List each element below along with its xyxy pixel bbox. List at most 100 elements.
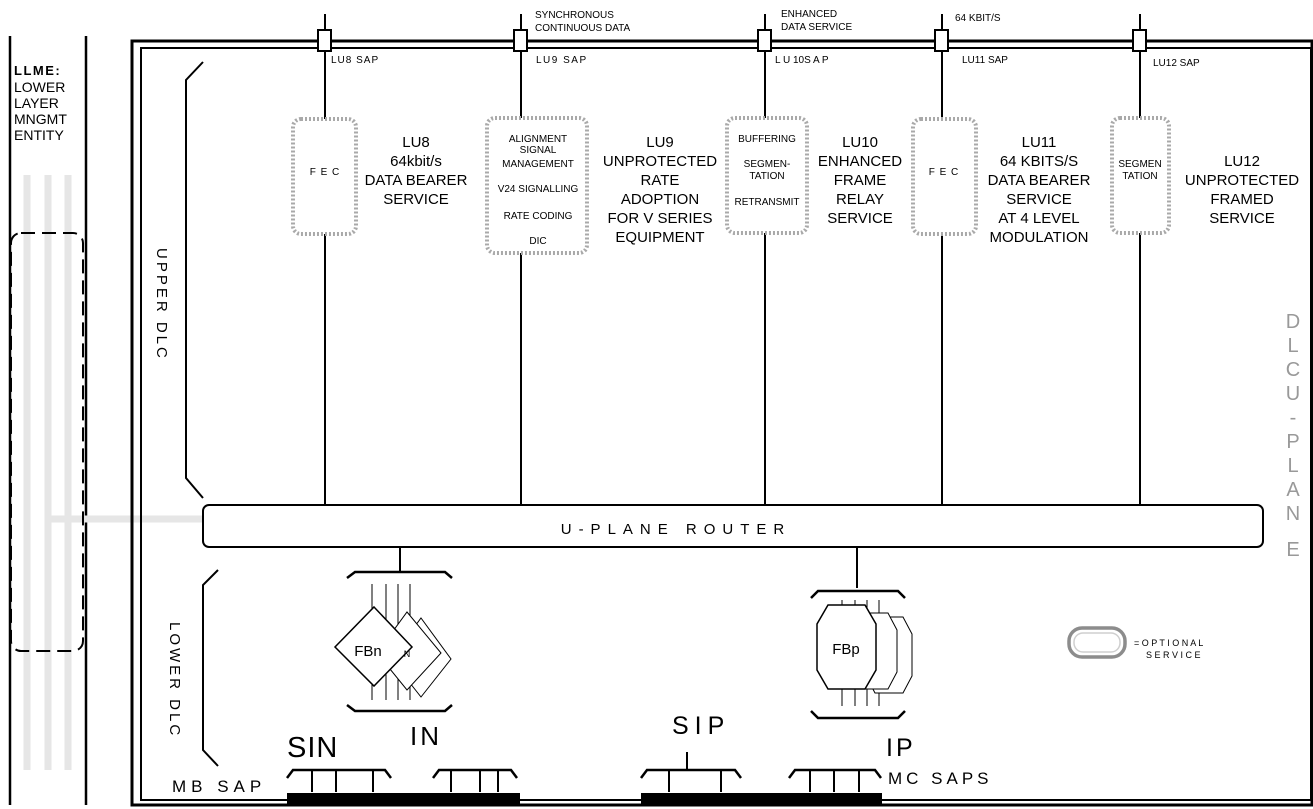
sap-label-lu10: L U 10S A P [775, 55, 829, 66]
lu8-desc-line: DATA BEARER [365, 172, 468, 189]
mb-sap-label: MB SAP [172, 777, 266, 796]
lu12-desc-line: FRAMED [1210, 191, 1274, 208]
in-label: IN [410, 721, 442, 751]
sap-connector-lu9 [513, 29, 528, 52]
upper-dlc-label: UPPER DLC [153, 248, 170, 361]
svg-text:C: C [1286, 359, 1300, 381]
lu11-desc-title: LU11 [1022, 134, 1057, 151]
lu10-desc-title: LU10 [842, 134, 878, 151]
lu10-optional-box [725, 116, 809, 235]
svg-text:U: U [1286, 383, 1300, 405]
lu8-optional-box [291, 117, 358, 236]
svg-text:L: L [1287, 455, 1298, 477]
lu11-desc-line: MODULATION [990, 229, 1089, 246]
optional-service-legend: = O P T I O N A L S E R V I C E [1067, 626, 1203, 660]
lu9-service: ALIGNMENT SIGNAL MANAGEMENT V24 SIGNALLI… [485, 116, 717, 255]
lu9-desc-line: EQUIPMENT [615, 229, 704, 246]
llme-line-entity: ENTITY [14, 127, 64, 143]
router-label: U-PLANE ROUTER [561, 521, 792, 538]
lu10-box-tation: TATION [749, 171, 784, 182]
lu8-desc-line: SERVICE [383, 191, 449, 208]
lu9-box-rate-coding: RATE CODING [504, 211, 573, 222]
upper-dlc-bracket: UPPER DLC [153, 61, 204, 499]
lu8-desc-line: 64kbit/s [390, 153, 442, 170]
llme-line-layer: LAYER [14, 95, 59, 111]
lu9-desc-title: LU9 [646, 134, 674, 151]
svg-text:L: L [1287, 335, 1298, 357]
fbp-hex-front [816, 604, 877, 690]
lu8-service: F E C LU8 64kbit/s DATA BEARER SERVICE [291, 117, 468, 236]
lu11-service: F E C LU11 64 KBITS/S DATA BEARER SERVIC… [911, 117, 1091, 246]
svg-text:P: P [1286, 431, 1299, 453]
lu9-box-alignment: ALIGNMENT [509, 134, 567, 145]
fbn-n-small: N [404, 649, 411, 659]
note-64kbits: 64 KBIT/S [955, 13, 1001, 24]
legend-service-text: S E R V I C E [1146, 650, 1201, 660]
sap-label-lu12: LU12 SAP [1153, 58, 1200, 69]
svg-text:-: - [1290, 407, 1297, 429]
lu12-optional-box [1110, 116, 1171, 235]
fbn-label: FBn [354, 643, 382, 660]
ip-label: IP [886, 734, 916, 762]
lu10-box-segmen: SEGMEN- [744, 159, 791, 170]
sap-connector-lu8 [317, 29, 332, 52]
sap-connector-lu11 [934, 29, 949, 52]
lu10-service: BUFFERING SEGMEN- TATION RETRANSMIT LU10… [725, 116, 902, 235]
llme-line-lower: LOWER [14, 79, 65, 95]
lu12-desc-line: UNPROTECTED [1185, 172, 1299, 189]
fbn-group: FBn N [333, 570, 453, 713]
lu10-desc-line: RELAY [836, 191, 884, 208]
note-data-service: DATA SERVICE [781, 22, 852, 33]
sin-label: SIN [287, 732, 338, 764]
lu12-desc-line: SERVICE [1209, 210, 1275, 227]
lu9-box-dic: DIC [529, 236, 546, 247]
sap-label-lu11: LU11 SAP [962, 55, 1008, 66]
legend-optional-box [1067, 626, 1127, 659]
sap-connector-lu10 [757, 29, 772, 52]
llme-column: LLME: LOWER LAYER MNGMT ENTITY [8, 36, 205, 805]
lu10-desc-line: SERVICE [827, 210, 893, 227]
uplane-router: U-PLANE ROUTER [202, 504, 1264, 548]
lu12-service: SEGMEN TATION LU12 UNPROTECTED FRAMED SE… [1110, 116, 1299, 235]
fbp-group: FBp [810, 589, 913, 720]
lower-dlc-label: LOWER DLC [166, 622, 183, 738]
lu9-desc-line: ADOPTION [621, 191, 699, 208]
lu11-desc-line: SERVICE [1006, 191, 1072, 208]
fbp-label: FBp [832, 641, 860, 658]
lu9-desc-line: RATE [641, 172, 680, 189]
mc-sap-connectors [640, 752, 882, 805]
sap-connector-lu12 [1132, 29, 1147, 52]
sip-label: SIP [672, 712, 730, 740]
legend-optional-text: = O P T I O N A L [1134, 638, 1203, 648]
svg-text:N: N [1286, 503, 1300, 525]
lu10-desc-line: FRAME [834, 172, 887, 189]
llme-title: LLME: [14, 63, 61, 78]
lu12-box-tation: TATION [1122, 171, 1157, 182]
lu11-box-label: F E C [929, 167, 960, 178]
svg-text:A: A [1286, 479, 1300, 501]
mb-sap-bar [287, 793, 520, 805]
lu9-box-signal: SIGNAL [520, 145, 557, 156]
mc-saps-label: MC SAPS [888, 769, 993, 788]
lu9-box-v24: V24 SIGNALLING [498, 184, 579, 195]
llme-dashed-region [10, 232, 84, 652]
lu10-box-retransmit: RETRANSMIT [735, 197, 800, 208]
lu9-desc-line: FOR V SERIES [607, 210, 712, 227]
dlc-uplane-label: D L C U - P L A N E [1286, 311, 1301, 561]
fbn-diamond-front [333, 605, 414, 688]
note-enhanced: ENHANCED [781, 9, 837, 20]
sap-label-lu8: LU8 SAP [331, 55, 379, 66]
lu10-box-buffering: BUFFERING [738, 134, 796, 145]
note-continuous-data: CONTINUOUS DATA [535, 23, 631, 34]
svg-text:E: E [1286, 539, 1299, 561]
note-synchronous: SYNCHRONOUS [535, 10, 614, 21]
sap-label-lu9: LU9 SAP [536, 55, 588, 66]
lu8-desc-title: LU8 [402, 134, 430, 151]
lu11-optional-box [911, 117, 978, 236]
lu9-box-management: MANAGEMENT [502, 159, 574, 170]
mb-sap-connectors [286, 768, 520, 805]
lu11-desc-line: 64 KBITS/S [1000, 153, 1078, 170]
mc-sap-bar [641, 793, 882, 805]
svg-text:D: D [1286, 311, 1300, 333]
